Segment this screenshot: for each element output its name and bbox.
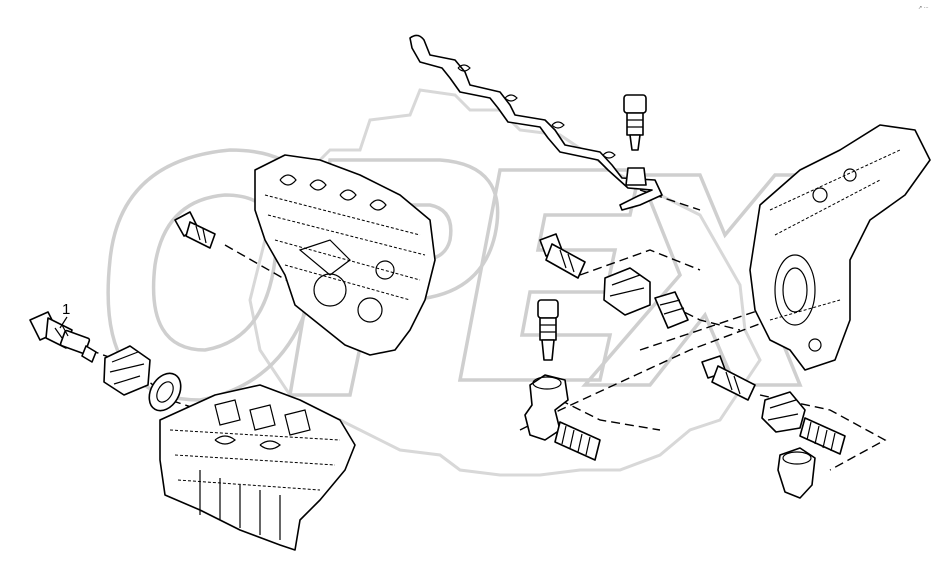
adapter-fitting bbox=[654, 291, 689, 329]
threaded-nipple-right bbox=[799, 417, 846, 455]
watermark-letters bbox=[106, 148, 844, 402]
pressure-sensor-top bbox=[623, 94, 647, 186]
sensor-engine bbox=[174, 211, 216, 249]
fuel-pipe bbox=[409, 34, 663, 211]
sensor-right bbox=[701, 355, 756, 401]
corner-mark: ↗ ··· bbox=[918, 5, 929, 11]
sensor-1 bbox=[29, 311, 97, 363]
front-cover-housing bbox=[749, 124, 931, 371]
callout-1: 1 bbox=[59, 301, 70, 329]
hex-nut-left bbox=[103, 345, 151, 396]
cylinder-head-block bbox=[159, 384, 356, 551]
threaded-nipple bbox=[554, 421, 601, 461]
sensor-middle bbox=[539, 233, 586, 279]
sensor-elbow bbox=[537, 299, 559, 361]
fitting-right bbox=[761, 391, 806, 433]
engine-block bbox=[254, 154, 436, 356]
union-fitting bbox=[777, 447, 816, 499]
callout-number: 1 bbox=[62, 301, 70, 318]
adapter-nut bbox=[603, 267, 651, 316]
sealing-washer-left bbox=[148, 372, 182, 412]
